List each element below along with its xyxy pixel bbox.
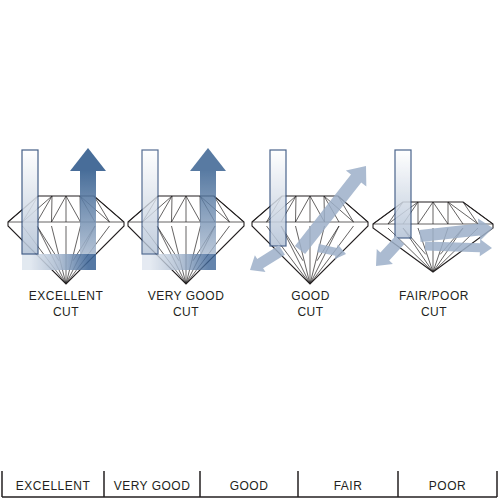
diamond-facet	[186, 196, 201, 222]
leaking-ray	[376, 236, 404, 266]
incoming-ray	[22, 150, 38, 254]
returning-ray	[80, 170, 96, 254]
light-ray-group	[22, 148, 493, 272]
diamond-facet	[94, 196, 110, 222]
diamond-facet	[37, 196, 52, 222]
scale-label: EXCELLENT	[4, 478, 102, 494]
diamond-facet	[214, 196, 244, 222]
scale-label: VERY GOOD	[106, 478, 198, 494]
incoming-ray	[395, 150, 411, 238]
diamond-facet	[157, 196, 172, 222]
scale-label: FAIR	[300, 478, 396, 494]
diamond-facet	[296, 196, 311, 222]
diamond-facet	[463, 202, 493, 224]
cut-grade-caption: FAIR/POOR CUT	[393, 288, 475, 320]
diamond-facet	[448, 202, 463, 224]
cut-grade-caption: EXCELLENT CUT	[23, 288, 109, 320]
diamond-facet	[448, 202, 478, 224]
light-ray	[376, 150, 493, 266]
scale-tick	[397, 471, 399, 497]
diamond-facet	[52, 196, 67, 222]
diamond-facet	[463, 202, 478, 224]
arrowhead	[70, 148, 106, 171]
diamond-facet	[171, 196, 173, 222]
returning-ray	[200, 170, 216, 254]
diamond-facet	[172, 196, 187, 222]
diamond-facet	[433, 202, 434, 224]
diamond-facet	[295, 196, 297, 222]
scale-tick	[297, 471, 299, 497]
diamond	[373, 202, 493, 272]
diamond-outline	[373, 202, 493, 272]
incoming-ray	[270, 150, 286, 246]
leaking-ray	[295, 166, 366, 254]
scale-tick	[1, 471, 3, 497]
diamond-facet	[418, 202, 433, 224]
diamond-facet	[310, 196, 311, 222]
diamond-facet	[66, 196, 67, 222]
incoming-ray	[142, 150, 158, 254]
light-ray	[250, 150, 366, 272]
diamond-facet	[186, 196, 187, 222]
diamond-facet	[448, 202, 449, 224]
diamond-facet	[51, 196, 53, 222]
cut-grade-caption: GOOD CUT	[282, 288, 339, 320]
arrowhead	[190, 148, 226, 171]
scale-tick	[496, 471, 498, 497]
grade-scale	[2, 471, 497, 497]
diamond-facet	[66, 196, 81, 222]
leaking-ray	[425, 239, 492, 256]
scale-tick	[103, 471, 105, 497]
light-ray	[142, 148, 226, 262]
diamond-facet	[94, 196, 124, 222]
scale-tick	[199, 471, 201, 497]
diamond-facet	[433, 202, 448, 224]
leaking-ray	[250, 245, 285, 272]
scale-label: POOR	[400, 478, 495, 494]
cut-grade-caption: VERY GOOD CUT	[142, 288, 230, 320]
diamond-facet	[418, 202, 419, 224]
leaking-ray	[419, 219, 493, 242]
light-ray	[22, 148, 106, 262]
scale-label: GOOD	[202, 478, 296, 494]
leaking-ray	[317, 244, 346, 259]
scale-baseline	[2, 496, 497, 498]
diamond-facet	[214, 196, 230, 222]
